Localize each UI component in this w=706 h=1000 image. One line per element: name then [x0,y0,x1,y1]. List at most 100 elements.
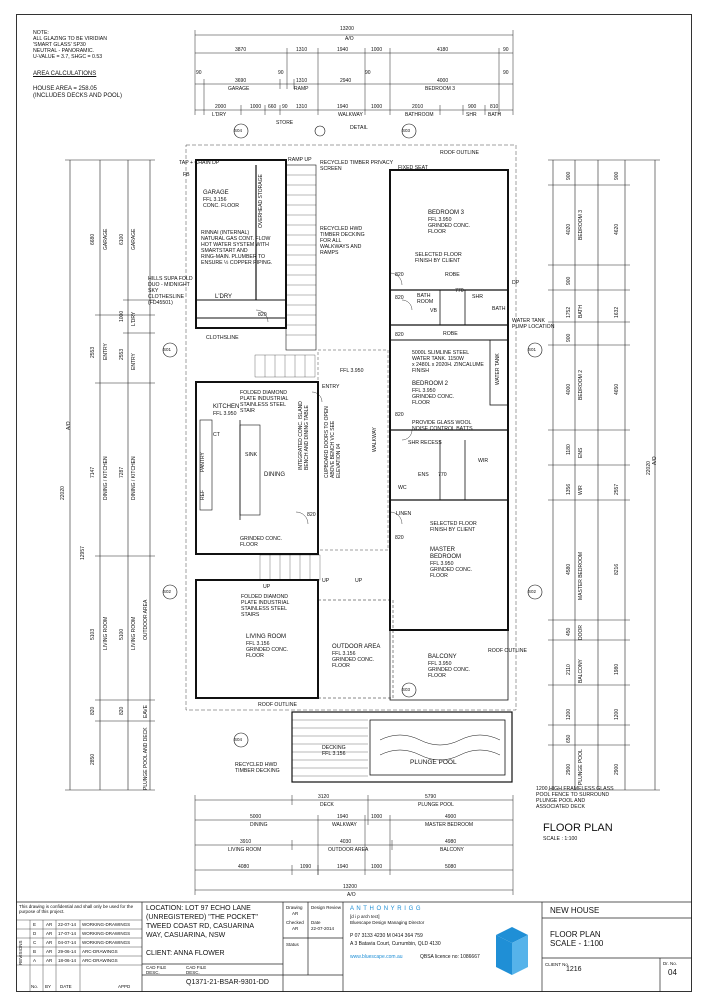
folded-stairs-note: STAIRS [241,612,260,618]
dim-label: SHR [466,112,477,118]
dim: 1000 [250,104,262,110]
dim-right-inner: 1200 [614,708,620,720]
section-marker: S01 [163,347,172,352]
hwd-note: WALKWAYS AND [320,244,362,250]
bedroom2-label: BEDROOM 2 [412,381,449,387]
rinnai-note: ENSURE ½ COPPER PIPING. [201,260,273,266]
sheet-title: FLOOR PLAN [550,930,601,939]
rev-header-by: BY [45,984,52,989]
living-label: LIVING ROOM [246,634,287,640]
dim-right: 4020 [566,223,572,235]
dim: 2000 [215,104,227,110]
section-marker: S02 [528,589,537,594]
revision-no: E [33,922,37,927]
dim: 90 [282,104,288,110]
dim-left-inner: 820 [119,706,125,715]
dim-overall-sub: A/O [347,892,356,898]
notes-line: ALL GLAZING TO BE VIRIDIAN [33,36,107,42]
door-size: 770 [438,472,447,478]
rinnai-note: SMARTSTART AND [201,248,248,254]
selected-floor-note: SELECTED FLOOR [430,521,477,527]
dim-left-inner: 6100 [119,233,125,245]
dim-right: 1752 [566,306,572,318]
dim: 1000 [371,864,383,870]
dim-label: MASTER BEDROOM [425,822,474,828]
garage-label: GARAGE [203,190,229,196]
notes-line: NEUTRAL - PANORAMIC. [33,48,95,54]
fence-note: ASSOCIATED DECK [536,804,585,810]
sink-label: SINK [245,452,258,458]
dim-label: L'DRY [212,112,227,118]
revision-no: B [33,949,37,954]
revision-no: A [33,958,37,963]
door-size: 820 [258,312,267,318]
dim: 1310 [296,104,308,110]
dim: 1940 [337,864,349,870]
balcony-label: BALCONY [428,654,457,660]
selected-floor-note: SELECTED FLOOR [415,252,462,258]
revision-date: 18-06-14 [58,958,77,963]
bath-label: BATH [492,306,506,312]
tap-chain-label: TAP + CHAIN DP [179,160,220,166]
dim: 1000 [371,814,383,820]
sheet-scale: SCALE - 1:100 [550,939,604,948]
company-address: A 3 Batavia Court, Currumbin, QLD 4130 [350,941,441,947]
dim: 4980 [445,839,457,845]
dim-right: 4580 [566,563,572,575]
dim-label: BATH [488,112,501,118]
revisions-label: REVISIONS [18,940,23,965]
revision-date: 17-07-14 [58,931,77,936]
island-note: BENCH AND DINING TABLE [304,405,310,470]
dim-left-inner: 7287 [119,466,125,478]
revision-desc: WORKING-DRAWINGS [82,922,131,927]
cooktop-label: CT [213,432,220,438]
fixed-seat-label: FIXED SEAT [398,165,428,171]
dim-right-label: WIR [578,485,584,495]
dim-left-label: GARAGE [103,228,109,250]
ensuite-label: ENS [418,472,429,478]
client-no: 1216 [566,966,582,973]
area-heading: AREA CALCULATIONS [33,71,97,77]
door-size: 820 [395,272,404,278]
dim-left: 2553 [90,346,96,358]
roof-outline-label: ROOF OUTLINE [440,150,479,156]
dim: 2940 [340,78,352,84]
dim-right: 450 [566,627,572,636]
hills-note: CLOTHESLINE [148,294,185,300]
entry-ffl: FFL 3.950 [340,368,364,374]
rev-header-date: DATE [60,984,72,989]
section-marker: S03 [402,687,411,692]
plan-title: FLOOR PLAN [543,822,613,834]
linen-label: LINEN [396,511,412,517]
dim-left-label: ENTRY [103,343,109,360]
checked-by: AR [292,926,299,931]
dim-right: 2900 [566,763,572,775]
master-label: MASTER [430,547,456,553]
dim-right: 1356 [566,483,572,495]
dim-left-inner: 2553 [119,348,125,360]
project-name: NEW HOUSE [550,906,600,915]
wc-label: WC [398,485,407,491]
dim-left: 12957 [80,546,86,560]
company-website: www.bluescape.com.au [350,954,403,960]
hwd-note: FOR ALL [320,238,342,244]
area-line2: (INCLUDES DECKS AND POOL) [33,93,123,99]
robe-label: ROBE [443,331,458,337]
dim-overall-bottom: 13200 [343,884,357,890]
bedroom3-label: BEDROOM 3 [428,210,465,216]
drawing-no-label: Dr. No. [663,961,678,966]
tank-spec: FINISH [412,368,430,374]
dim-left: 6680 [90,233,96,245]
dim: 3690 [235,78,247,84]
living-floor: GRINDED CONC. [246,647,289,653]
garage-ffl: FFL 3.156 [203,197,227,203]
dim-left-label: LIVING ROOM [103,616,109,650]
dim: 90 [278,70,284,76]
dim: 90 [503,47,509,53]
rinnai-note: RING-MAIN. PLUMBER TO [201,254,266,260]
company-sub: [d i p arch tect] [350,914,380,919]
dim-left-inner-label: L'DRY [131,311,137,326]
dim: 900 [468,104,477,110]
desc-label: DESC. [186,970,200,975]
